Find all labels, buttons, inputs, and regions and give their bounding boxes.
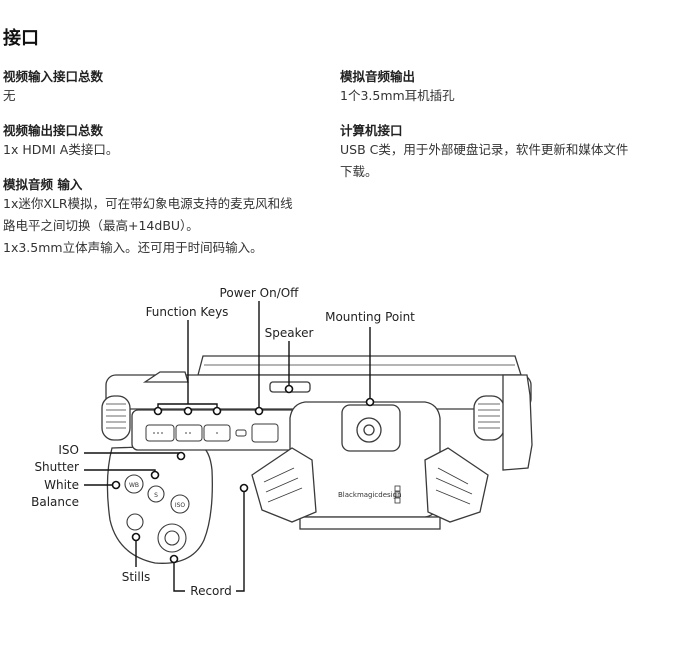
iso-button[interactable]	[170, 494, 190, 514]
power-callout-label: Power On/Off	[220, 286, 300, 300]
white-balance-button[interactable]	[124, 474, 144, 494]
analog-audio-inputs-label: 模拟音频 输入	[3, 177, 83, 192]
video-outputs-label: 视频输出接口总数	[3, 123, 104, 138]
function-keys-callout-label: Function Keys	[146, 305, 229, 319]
analog-audio-inputs-line-1: 1x迷你XLR模拟，可在带幻象电源支持的麦克风和线	[3, 196, 293, 211]
analog-audio-inputs-line-2: 路电平之间切换（最高+14dBU）。	[3, 218, 199, 233]
front-panel-buttons	[145, 423, 279, 443]
mounting-point-callout-label: Mounting Point	[325, 310, 415, 324]
computer-interface-line-1: USB C类，用于外部硬盘记录，软件更新和媒体文件	[340, 142, 629, 157]
analog-audio-outputs-value: 1个3.5mm耳机插孔	[340, 88, 455, 103]
video-inputs-value: 无	[3, 88, 16, 103]
stills-callout-label: Stills	[122, 570, 151, 584]
speaker-callout-label: Speaker	[265, 326, 314, 340]
stills-button[interactable]	[126, 513, 144, 531]
grip-buttons	[124, 474, 190, 553]
camera-diagram: WB S ISO Blackmagicdesign Power On/Off F	[31, 286, 533, 598]
brand-logo-text: Blackmagicdesign	[338, 491, 402, 499]
shutter-button[interactable]	[147, 485, 165, 503]
record-callout-label: Record	[190, 584, 231, 598]
function-key-1[interactable]	[145, 424, 175, 442]
computer-interface-line-2: 下载。	[340, 164, 378, 179]
s-button-label: S	[154, 492, 158, 499]
analog-audio-inputs-line-3: 1x3.5mm立体声输入。还可用于时间码输入。	[3, 240, 263, 255]
page-title: 接口	[3, 28, 39, 49]
iso-button-label: ISO	[175, 502, 186, 509]
computer-interface-label: 计算机接口	[340, 123, 403, 138]
video-outputs-value: 1x HDMI A类接口。	[3, 142, 119, 157]
video-inputs-label: 视频输入接口总数	[3, 69, 104, 84]
analog-audio-outputs-label: 模拟音频输出	[340, 69, 416, 84]
power-switch[interactable]	[251, 423, 279, 443]
brand-squares-icon	[394, 485, 401, 504]
callout-dots	[111, 384, 375, 564]
wb-button-label: WB	[129, 482, 139, 489]
white-balance-callout-label-1: White	[44, 478, 79, 492]
white-balance-callout-label-2: Balance	[31, 495, 79, 509]
iso-callout-label: ISO	[58, 443, 79, 457]
shutter-callout-label: Shutter	[34, 460, 79, 474]
